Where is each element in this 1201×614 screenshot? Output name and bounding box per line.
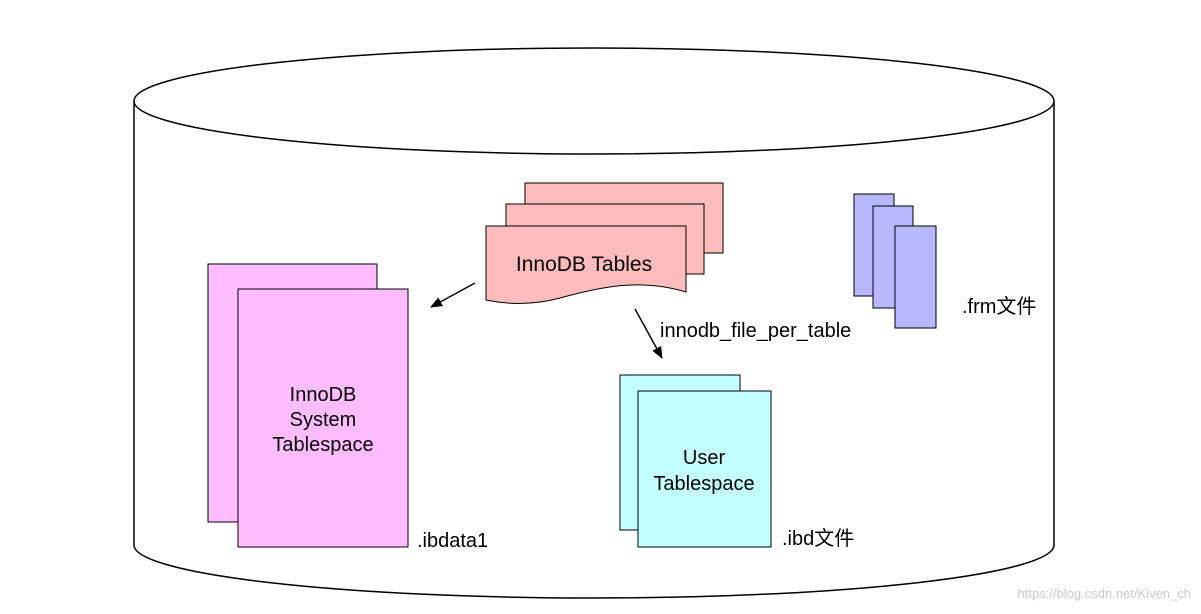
system-tablespace-label-line1: InnoDB [290, 384, 357, 406]
ibdata-file-label: .ibdata1 [417, 530, 488, 552]
arrow-to-user-tablespace [634, 308, 663, 359]
user-tablespace-label-line1: User [683, 447, 726, 469]
system-tablespace-label-line2: System [290, 409, 357, 431]
innodb-tables-label: InnoDB Tables [516, 253, 652, 276]
ibd-file-label: .ibd文件 [782, 527, 854, 550]
user-tablespace-label-line2: Tablespace [653, 473, 754, 495]
system-tablespace-label-line3: Tablespace [272, 434, 373, 456]
frm-files-stack [853, 193, 937, 329]
watermark: https://blog.csdn.net/Kiven_ch [1017, 586, 1191, 601]
arrow-to-system-tablespace [430, 282, 476, 308]
innodb-tables-stack: InnoDB Tables [485, 182, 724, 304]
frm-file-label: .frm文件 [962, 295, 1036, 318]
user-tablespace-stack: User Tablespace [619, 374, 772, 548]
system-tablespace-stack: InnoDB System Tablespace [207, 263, 409, 548]
file-per-table-label: innodb_file_per_table [660, 320, 851, 342]
